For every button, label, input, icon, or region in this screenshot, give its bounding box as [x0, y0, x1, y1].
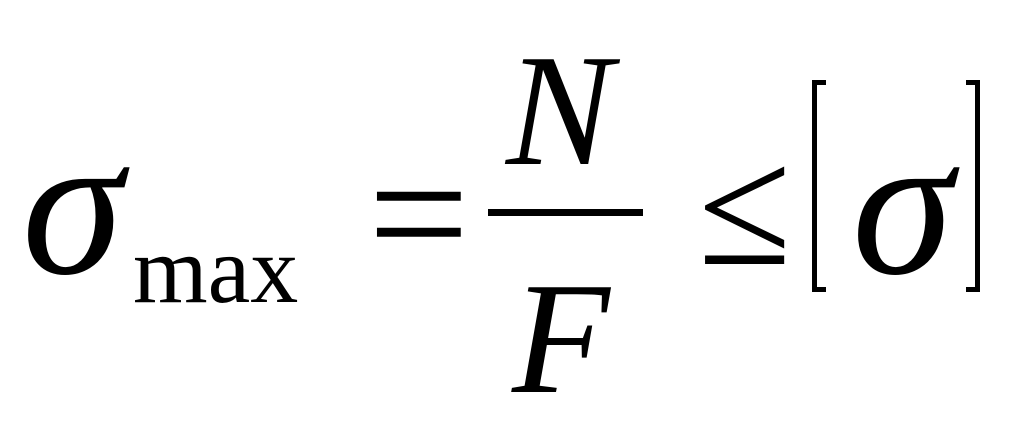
right-square-bracket [966, 80, 980, 292]
sigma-max-symbol: σ [22, 91, 124, 318]
stress-formula: σ max = N F ≤ σ [22, 21, 980, 418]
max-subscript: max [133, 216, 299, 323]
allowable-stress-symbol: σ [852, 91, 954, 318]
equals-sign: = [368, 114, 470, 313]
fraction-denominator: F [512, 249, 610, 427]
less-than-or-equal-sign: ≤ [698, 113, 792, 301]
fraction-numerator: N [506, 21, 613, 199]
left-square-bracket [812, 80, 826, 292]
fraction-bar [488, 209, 643, 216]
